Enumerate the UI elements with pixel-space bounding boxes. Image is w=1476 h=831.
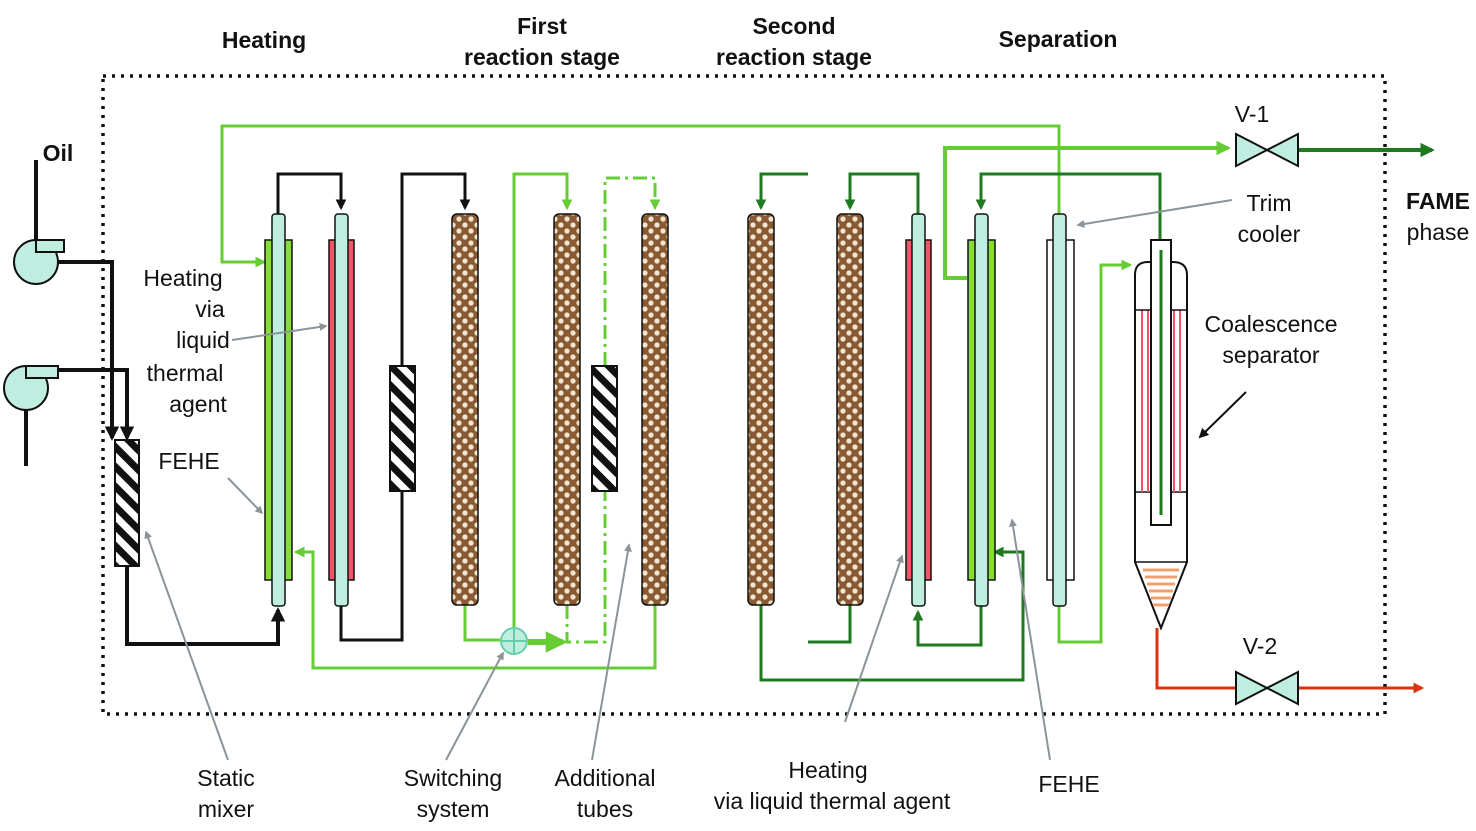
fehe-second-exchanger xyxy=(967,213,996,607)
pump1-discharge xyxy=(58,260,120,441)
trim-cooler xyxy=(1046,213,1075,607)
valve-v2[interactable] xyxy=(1235,670,1299,706)
coalescence-label-line1: Coalescence xyxy=(1205,311,1338,337)
valve-v2-label: V-2 xyxy=(1243,633,1278,659)
fehe2-to-r3 xyxy=(912,605,983,647)
heating-agent-label-line4: thermal xyxy=(147,360,224,386)
reactor-tube-2 xyxy=(553,213,581,606)
stage-heating-label: Heating xyxy=(222,27,306,53)
r4-to-r3 xyxy=(810,605,850,645)
callout-leaders xyxy=(144,199,1233,761)
r4-bottom-to-r3-top xyxy=(808,605,852,644)
stage-first-label-line2: reaction stage xyxy=(464,44,620,70)
switch-to-reactor2 xyxy=(512,172,573,627)
additional-tubes-label-line1: Additional xyxy=(554,765,655,791)
fame-phase-label-line1: FAME xyxy=(1406,188,1470,214)
fehe-heating-exchanger xyxy=(264,213,293,607)
r3-bottom-loop xyxy=(761,605,850,642)
heating-bottom-label-line2: via liquid thermal agent xyxy=(714,788,951,814)
heater-second-stage xyxy=(905,213,932,607)
mixer-to-fehe xyxy=(125,566,286,646)
stage-separation-label: Separation xyxy=(999,26,1118,52)
switching-system xyxy=(500,627,528,655)
static-mixer-1 xyxy=(114,439,140,567)
reactor-tube-1 xyxy=(451,213,479,606)
heater-liquid-thermal-agent xyxy=(328,213,355,607)
stage-first-label-line1: First xyxy=(517,13,567,39)
reactor-tube-additional xyxy=(641,213,669,606)
trimcooler-to-separator xyxy=(1057,259,1133,644)
static-mixer-label-line1: Static xyxy=(197,765,255,791)
heating-agent-label-line1: Heating xyxy=(143,265,222,291)
fehe-to-heater xyxy=(276,172,347,214)
trim-cooler-label-line2: cooler xyxy=(1238,221,1301,247)
stage-second-label-line1: Second xyxy=(752,13,835,39)
coalescence-separator xyxy=(1134,239,1188,631)
heating-bottom-label-line1: Heating xyxy=(788,757,867,783)
pump2-discharge xyxy=(58,368,135,441)
switching-label-line2: system xyxy=(417,796,490,822)
static-mixer-2 xyxy=(389,365,416,492)
heating-return-loop xyxy=(220,124,1061,268)
switching-label-line1: Switching xyxy=(404,765,502,791)
product-to-v1 xyxy=(943,140,1231,280)
methanol-pump xyxy=(3,365,59,411)
separator-to-fehe2 xyxy=(975,172,1162,240)
r3-feed-from-top xyxy=(755,172,808,211)
r4-bottom-link xyxy=(808,605,850,642)
reactor-tube-3 xyxy=(747,213,775,606)
fame-phase-label-line2: phase xyxy=(1407,219,1470,245)
r3-to-fehe2 xyxy=(800,605,850,640)
trim-cooler-label-line1: Trim xyxy=(1246,190,1291,216)
glycerol-outlet-to-v2 xyxy=(1155,628,1236,690)
heating-agent-label-line2: via xyxy=(195,296,225,322)
separator-callout-arrow xyxy=(1198,391,1247,439)
additional-tubes-label-line2: tubes xyxy=(577,796,633,822)
stage1-product-return xyxy=(293,546,657,670)
heating-agent-label-line3: liquid xyxy=(176,327,230,353)
static-mixer-3 xyxy=(591,365,618,492)
stage-second-label-line2: reaction stage xyxy=(716,44,872,70)
fehe-right-label: FEHE xyxy=(1038,771,1099,797)
stage1-to-switch xyxy=(463,605,500,642)
plant-boundary xyxy=(101,74,1387,716)
stage2-bottom-loop xyxy=(759,546,1025,682)
oil-pump xyxy=(13,239,65,285)
fehe-left-label: FEHE xyxy=(158,448,219,474)
reactor-tube-4 xyxy=(836,213,864,606)
coalescence-label-line2: separator xyxy=(1222,342,1320,368)
valve-v1-label: V-1 xyxy=(1235,101,1270,127)
r4-to-r3-feed xyxy=(761,605,850,642)
oil-input-label: Oil xyxy=(43,140,74,166)
static-mixer-label-line2: mixer xyxy=(198,796,255,822)
heater2-to-r4 xyxy=(844,172,920,214)
valve-v1[interactable] xyxy=(1235,132,1299,168)
heating-agent-label-line5: agent xyxy=(169,391,227,417)
